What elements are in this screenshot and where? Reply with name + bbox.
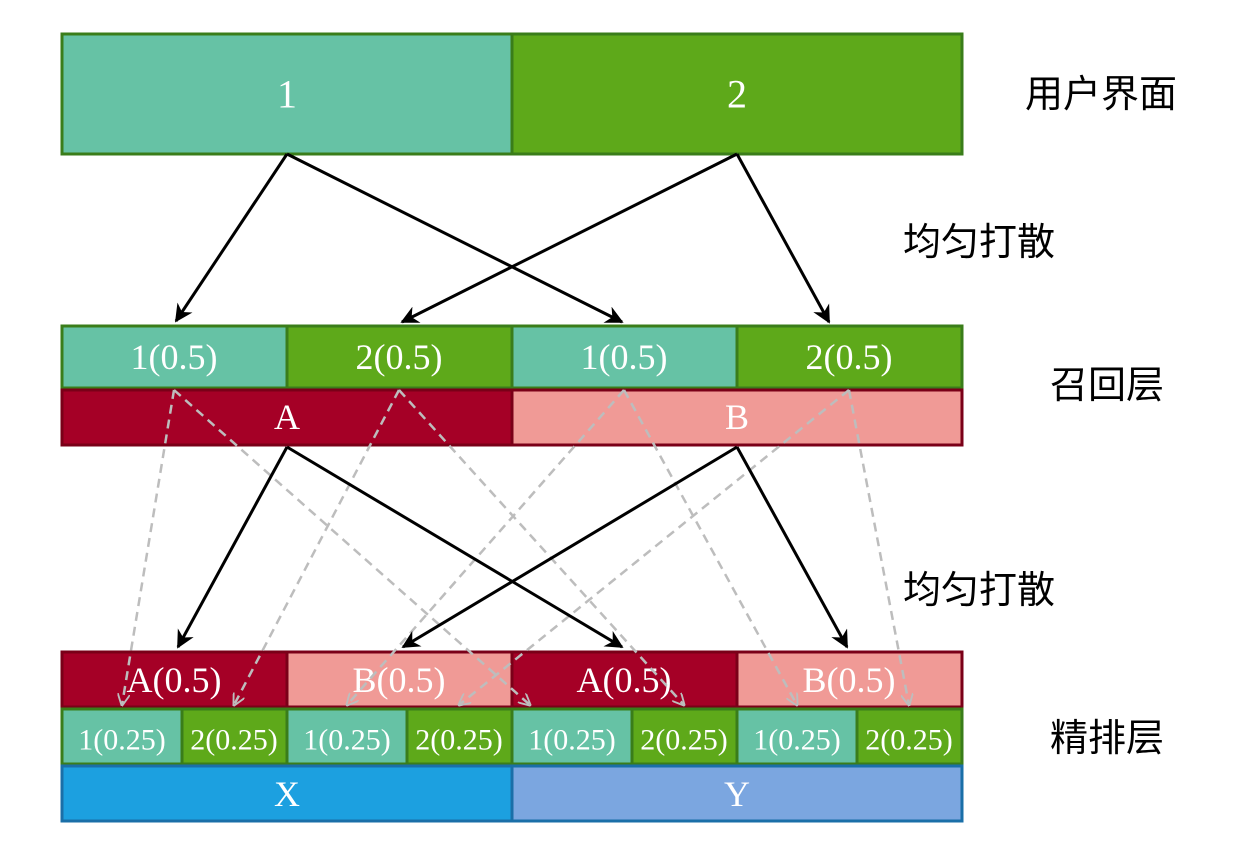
rank-group-y — [510, 764, 964, 823]
dashed-arrow — [122, 389, 176, 705]
solid-arrows — [174, 152, 849, 649]
label-recall-layer: 召回层 — [1050, 363, 1164, 407]
ui-box-1 — [60, 32, 514, 156]
label-ui-layer: 用户界面 — [1025, 72, 1177, 116]
layer-labels: 用户界面 均匀打散 召回层 均匀打散 精排层 — [903, 72, 1177, 760]
solid-arrow-1-to-recall-1 — [174, 153, 289, 323]
recall-item-4 — [735, 324, 964, 390]
dashed-arrow — [847, 389, 909, 705]
label-rank-layer: 精排层 — [1050, 716, 1164, 760]
solid-arrow-2-to-recall-2 — [400, 152, 738, 324]
rank-sub-item-5 — [510, 707, 634, 766]
rank-sub-item-7 — [735, 707, 859, 766]
rank-sub-item-4-label: 2(0.25) — [415, 724, 502, 757]
dashed-arrow — [173, 389, 530, 705]
rank-group-x-label: X — [274, 774, 300, 814]
solid-arrow-b-to-rank-4 — [735, 446, 849, 649]
dashed-arrow — [347, 389, 625, 705]
rank-sub-item-6-label: 2(0.25) — [640, 724, 727, 757]
rank-sub-item-2-label: 2(0.25) — [190, 724, 277, 757]
recall-item-3 — [510, 324, 739, 390]
rank-sub-item-8-label: 2(0.25) — [865, 724, 952, 757]
rank-layer: A(0.5) B(0.5) A(0.5) B(0.5) 1(0.25) 2(0.… — [60, 650, 964, 823]
solid-arrow-1-to-recall-3 — [286, 152, 624, 324]
recall-item-1-label: 1(0.5) — [131, 337, 218, 377]
rank-group-x — [60, 764, 514, 823]
rank-sub-item-2 — [180, 707, 289, 766]
ui-box-1-label: 1 — [277, 72, 297, 117]
recall-layer: 1(0.5) 2(0.5) 1(0.5) 2(0.5) A B — [60, 324, 964, 447]
recall-item-4-label: 2(0.5) — [806, 337, 893, 377]
rank-item-1-label: A(0.5) — [127, 660, 222, 700]
recall-item-1 — [60, 324, 289, 390]
rank-group-y-label: Y — [724, 774, 750, 814]
rank-sub-item-7-label: 1(0.25) — [753, 724, 840, 757]
ui-box-2-label: 2 — [727, 72, 747, 117]
recall-item-3-label: 1(0.5) — [581, 337, 668, 377]
rank-item-1 — [60, 650, 289, 709]
rank-sub-item-8 — [855, 707, 964, 766]
solid-arrow-a-to-rank-1 — [176, 446, 289, 649]
rank-sub-item-1 — [60, 707, 184, 766]
rank-item-2 — [285, 650, 514, 709]
recall-group-a — [60, 388, 514, 447]
solid-arrow-2-to-recall-4 — [735, 153, 831, 324]
ui-layer: 1 2 — [60, 32, 964, 156]
label-shuffle-bottom: 均匀打散 — [903, 568, 1055, 612]
dashed-arrow — [398, 389, 684, 705]
recall-item-2-label: 2(0.5) — [356, 337, 443, 377]
rank-item-3-label: A(0.5) — [577, 660, 672, 700]
ui-box-2 — [510, 32, 964, 156]
dashed-arrows — [122, 389, 909, 705]
rank-sub-item-3-label: 1(0.25) — [303, 724, 390, 757]
solid-arrow-a-to-rank-3 — [286, 445, 624, 649]
recall-group-b — [510, 388, 964, 447]
rank-item-2-label: B(0.5) — [353, 660, 446, 700]
recall-group-a-label: A — [274, 397, 300, 437]
recall-group-b-label: B — [725, 397, 749, 437]
rank-sub-item-4 — [405, 707, 514, 766]
rank-item-4-label: B(0.5) — [803, 660, 896, 700]
rank-sub-item-1-label: 1(0.25) — [78, 724, 165, 757]
rank-sub-item-5-label: 1(0.25) — [528, 724, 615, 757]
rank-item-4 — [735, 650, 964, 709]
label-shuffle-top: 均匀打散 — [903, 220, 1055, 264]
solid-arrow-b-to-rank-2 — [401, 445, 738, 649]
dashed-arrow — [459, 389, 850, 705]
